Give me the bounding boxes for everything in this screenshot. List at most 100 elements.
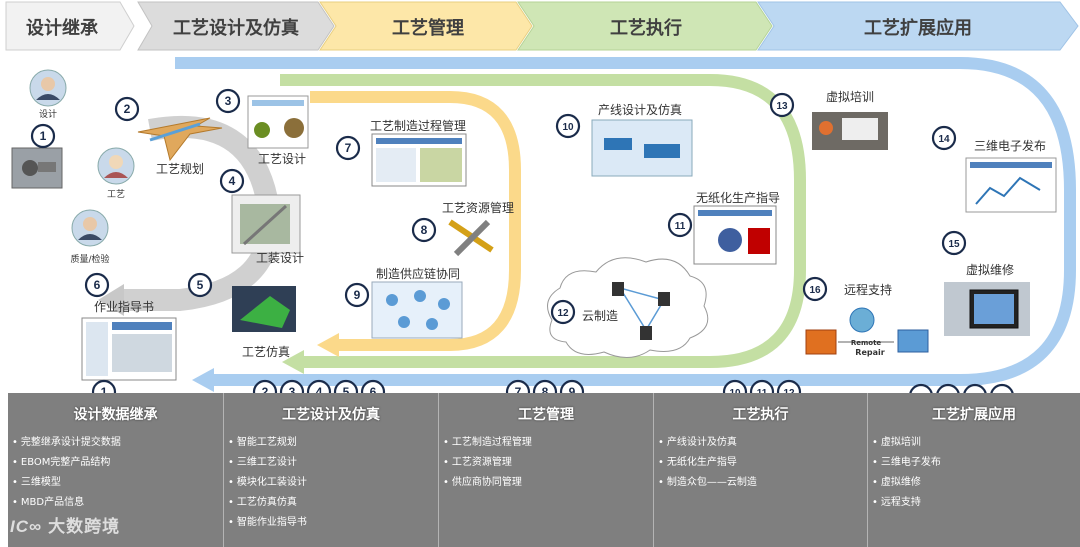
loop-yellow bbox=[310, 91, 521, 351]
list-item: 产线设计及仿真 bbox=[658, 433, 757, 453]
list-item: 供应商协同管理 bbox=[443, 473, 532, 493]
avatar-designer bbox=[29, 69, 67, 107]
phase-label-1: 设计继承 bbox=[26, 17, 99, 39]
watermark-text: 大数跨境 bbox=[48, 517, 121, 537]
summary-panel: 设计数据继承 完整继承设计提交数据 EBOM完整产品结构 三维模型 MBD产品信… bbox=[8, 393, 1080, 547]
number-badge-text: 7 bbox=[515, 385, 522, 399]
list-item: 三维模型 bbox=[12, 473, 121, 493]
summary-list-2: 智能工艺规划 三维工艺设计 模块化工装设计 工艺仿真仿真 智能作业指导书 bbox=[228, 433, 307, 533]
phase-chevron-5 bbox=[757, 1, 1079, 51]
thumb-tools bbox=[448, 219, 494, 257]
thumb-simulation bbox=[232, 286, 296, 332]
number-badge-text: 2 bbox=[262, 385, 269, 399]
avatar-qc bbox=[71, 209, 109, 247]
number-badge-text: 8 bbox=[421, 223, 428, 237]
loop-gray-arrow bbox=[98, 284, 124, 316]
number-badge-text: 5 bbox=[197, 278, 204, 292]
number-badge-circle bbox=[555, 113, 581, 139]
number-badge-text: 3 bbox=[225, 94, 232, 108]
number-badge-circle bbox=[550, 299, 576, 325]
phase-chevron-3 bbox=[319, 1, 533, 51]
thumb-cad-part bbox=[11, 147, 63, 189]
diagram-badge-4: 4 bbox=[219, 168, 245, 194]
loop-blue bbox=[175, 57, 1076, 386]
thumb-training bbox=[812, 112, 888, 150]
phase-chevron-2 bbox=[137, 1, 335, 51]
list-item: 模块化工装设计 bbox=[228, 473, 307, 493]
phase-label-4: 工艺执行 bbox=[610, 17, 682, 39]
summary-title-5: 工艺扩展应用 bbox=[932, 407, 1016, 423]
list-item: 三维工艺设计 bbox=[228, 453, 307, 473]
thumbnails bbox=[11, 95, 1057, 381]
number-badge-text: 3 bbox=[289, 385, 296, 399]
thumb-line-design bbox=[591, 119, 693, 177]
summary-title-3: 工艺管理 bbox=[518, 407, 574, 423]
thumb-supply-chain bbox=[371, 281, 463, 339]
number-badge-text: 2 bbox=[124, 102, 131, 116]
diagram-badge-10: 10 bbox=[555, 113, 581, 139]
number-badge-circle bbox=[769, 92, 795, 118]
avatar-process-engineer bbox=[97, 147, 135, 185]
diagram-badge-14: 14 bbox=[931, 125, 957, 151]
phase-chevron-1 bbox=[5, 1, 135, 51]
diagram-badge-15: 15 bbox=[941, 230, 967, 256]
number-badge-circle bbox=[344, 282, 370, 308]
diagram-badge-11: 11 bbox=[667, 212, 693, 238]
number-badge-circle bbox=[941, 230, 967, 256]
number-badge-circle bbox=[30, 123, 56, 149]
number-badge-text: 7 bbox=[345, 141, 352, 155]
number-badge-circle bbox=[411, 217, 437, 243]
diagram-badge-3: 3 bbox=[215, 88, 241, 114]
phase-chevron-4 bbox=[517, 1, 773, 51]
diagram-badge-9: 9 bbox=[344, 282, 370, 308]
thumb-aircraft bbox=[137, 117, 223, 162]
loop-blue-arrow bbox=[192, 368, 214, 392]
node-label-2: 工艺规划 bbox=[156, 161, 204, 176]
list-item: 智能工艺规划 bbox=[228, 433, 307, 453]
node-label-14: 三维电子发布 bbox=[974, 138, 1046, 153]
summary-list-3: 工艺制造过程管理 工艺资源管理 供应商协同管理 bbox=[443, 433, 532, 493]
list-item: 制造众包——云制造 bbox=[658, 473, 757, 493]
list-item: 智能作业指导书 bbox=[228, 513, 307, 533]
role-design: 设计 bbox=[39, 108, 57, 120]
number-badge-text: 9 bbox=[354, 288, 361, 302]
node-label-6: 作业指导书 bbox=[94, 299, 154, 314]
node-label-7: 工艺制造过程管理 bbox=[370, 118, 466, 133]
node-label-11: 无纸化生产指导 bbox=[696, 190, 780, 205]
number-badge-text: 6 bbox=[94, 278, 101, 292]
diagram-badge-1: 1 bbox=[30, 123, 56, 149]
watermark: IC∞大数跨境 bbox=[10, 512, 120, 537]
thumb-remote-support bbox=[805, 307, 929, 355]
summary-column-3: 工艺管理 工艺制造过程管理 工艺资源管理 供应商协同管理 bbox=[438, 393, 653, 547]
diagram-badge-5: 5 bbox=[187, 272, 213, 298]
list-item: 工艺制造过程管理 bbox=[443, 433, 532, 453]
number-badge-text: 15 bbox=[948, 239, 960, 250]
summary-list-4: 产线设计及仿真 无纸化生产指导 制造众包——云制造 bbox=[658, 433, 757, 493]
diagram-badge-13: 13 bbox=[769, 92, 795, 118]
list-item: 工艺资源管理 bbox=[443, 453, 532, 473]
summary-column-4: 工艺执行 产线设计及仿真 无纸化生产指导 制造众包——云制造 bbox=[653, 393, 867, 547]
diagram-badge-12: 12 bbox=[550, 299, 576, 325]
thumb-fixture bbox=[231, 194, 301, 254]
number-badge-circle bbox=[114, 96, 140, 122]
avatars: 设计 工艺 质量/检验 bbox=[29, 69, 135, 265]
node-label-9: 制造供应链协同 bbox=[376, 266, 460, 281]
role-qc: 质量/检验 bbox=[70, 253, 109, 265]
node-labels: 工艺规划 工艺设计 工装设计 工艺仿真 作业指导书 工艺制造过程管理 工艺资源管… bbox=[94, 89, 1046, 359]
number-badge-text: 11 bbox=[675, 221, 686, 232]
number-badge-circle bbox=[215, 88, 241, 114]
node-label-3: 工艺设计 bbox=[258, 152, 306, 166]
number-badge-circle bbox=[335, 135, 361, 161]
diagram-badge-6: 6 bbox=[84, 272, 110, 298]
node-label-5: 工艺仿真 bbox=[242, 345, 290, 359]
number-badge-text: 10 bbox=[562, 122, 574, 133]
role-process: 工艺 bbox=[107, 189, 125, 200]
number-badge-circle bbox=[187, 272, 213, 298]
thumb-virtual-repair bbox=[944, 282, 1030, 336]
number-badge-circle bbox=[219, 168, 245, 194]
list-item: 工艺仿真仿真 bbox=[228, 493, 307, 513]
node-label-4: 工装设计 bbox=[256, 251, 304, 265]
node-label-15: 虚拟维修 bbox=[966, 262, 1014, 277]
number-badge-text: 12 bbox=[557, 308, 569, 319]
